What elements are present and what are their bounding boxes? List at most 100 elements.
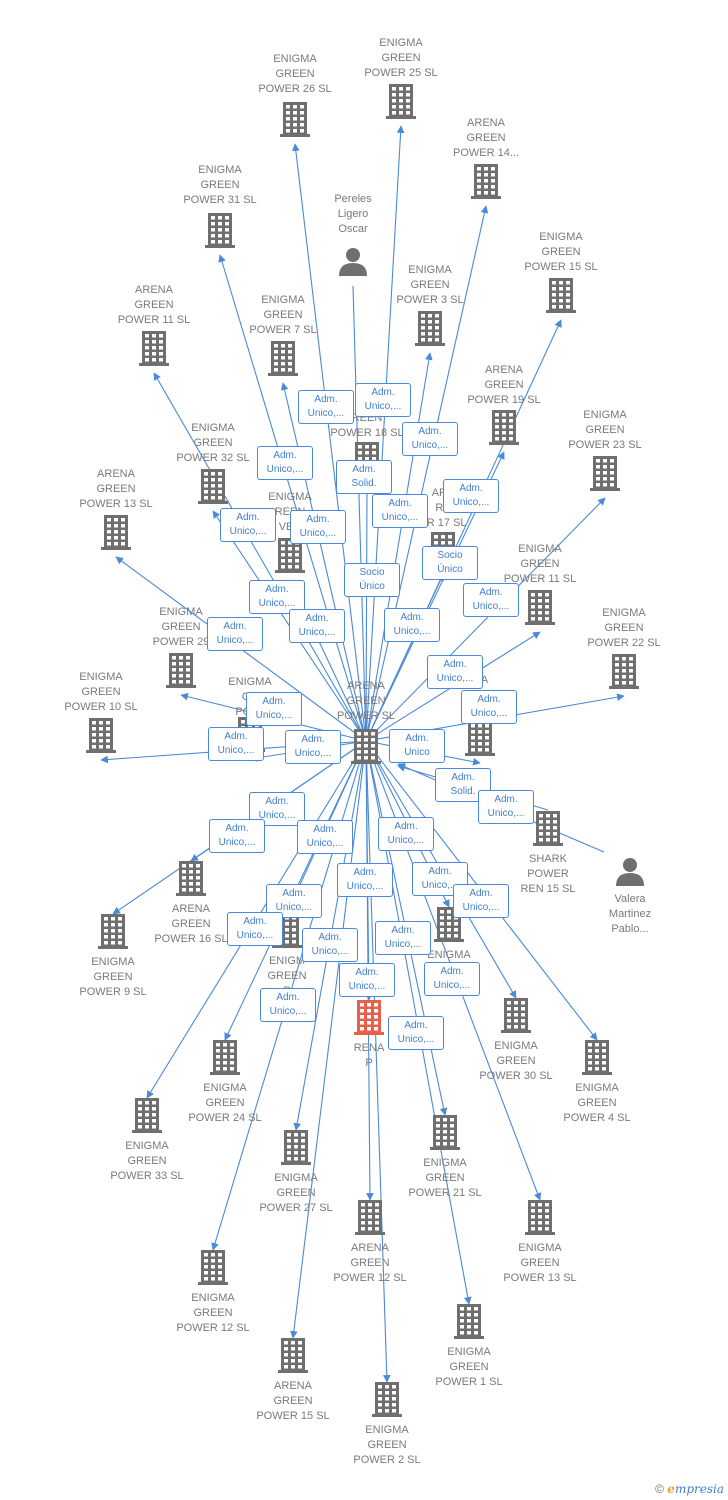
building-icon-eg21[interactable] <box>430 1115 460 1150</box>
role-box-r39[interactable]: Adm.Unico,... <box>388 1016 444 1050</box>
role-box-r15[interactable]: Adm.Unico,... <box>289 609 345 643</box>
role-box-r16[interactable]: Adm.Unico,... <box>384 608 440 642</box>
role-box-line: Adm. <box>477 694 501 705</box>
building-icon-ag13[interactable] <box>101 515 131 550</box>
role-box-r4[interactable]: Adm.Unico,... <box>257 446 313 480</box>
person-icon-valera[interactable] <box>616 858 644 886</box>
node-label-line: POWER 16 SL <box>154 933 228 945</box>
node-label-line: ENIGMA <box>539 231 583 243</box>
role-box-r17[interactable]: Adm.Unico,... <box>427 655 483 689</box>
role-box-r22[interactable]: Adm.Unico <box>389 729 445 763</box>
role-box-r19[interactable]: Adm.Unico,... <box>246 692 302 726</box>
node-label-line: ENIGMA <box>274 1172 318 1184</box>
role-box-r29[interactable]: Adm.Unico,... <box>337 863 393 897</box>
building-icon-eg13[interactable] <box>525 1200 555 1235</box>
building-icon-eg29[interactable] <box>166 653 196 688</box>
role-box-line: Adm. <box>273 450 297 461</box>
node-label-line: ENIGMA <box>228 676 272 688</box>
role-box-r24[interactable]: Adm.Unico,... <box>478 790 534 824</box>
building-icon-eg12[interactable] <box>198 1250 228 1285</box>
role-box-r12[interactable]: Adm.Unico,... <box>463 583 519 617</box>
node-label-line: POWER 15 SL <box>524 261 598 273</box>
node-label-line: POWER 31 SL <box>183 194 257 206</box>
building-icon-ag16[interactable] <box>176 861 206 896</box>
building-icon-eg30[interactable] <box>501 998 531 1033</box>
role-box-r26[interactable]: Adm.Unico,... <box>209 819 265 853</box>
building-icon-ag15[interactable] <box>278 1338 308 1373</box>
brand-logo[interactable]: empresia <box>667 1482 724 1496</box>
node-label-line: ENIGMA <box>408 264 452 276</box>
role-box-r9[interactable]: Adm.Unico,... <box>290 510 346 544</box>
role-box-r33[interactable]: Adm.Unico,... <box>227 912 283 946</box>
building-icon-eg23[interactable] <box>590 456 620 491</box>
role-box-r14[interactable]: Adm.Unico,... <box>207 617 263 651</box>
role-box-r38[interactable]: Adm.Unico,... <box>260 988 316 1022</box>
node-label-line: GREEN <box>520 1257 560 1269</box>
role-box-r34[interactable]: Adm.Unico,... <box>302 928 358 962</box>
building-icon-eg_part[interactable] <box>275 538 305 573</box>
role-box-r6[interactable]: Adm.Unico,... <box>443 479 499 513</box>
building-icon-eg31[interactable] <box>205 213 235 248</box>
role-box-line: Adm. <box>440 966 464 977</box>
role-box-r37[interactable]: Adm.Unico,... <box>424 962 480 996</box>
building-icon-eg15[interactable] <box>546 278 576 313</box>
building-icon-eg1[interactable] <box>454 1304 484 1339</box>
role-box-r1[interactable]: Adm.Unico,... <box>298 390 354 424</box>
node-label-line: ARENA <box>351 1242 389 1254</box>
node-label-line: POWER 29 <box>152 636 210 648</box>
building-icon-eg32[interactable] <box>198 469 228 504</box>
role-box-r7[interactable]: Adm.Unico,... <box>372 494 428 528</box>
building-icon-eg27[interactable] <box>281 1130 311 1165</box>
building-icon-eg2[interactable] <box>372 1382 402 1417</box>
building-icon-shark15[interactable] <box>533 811 563 846</box>
node-label-line: GREEN <box>193 1307 233 1319</box>
building-icon-eg22[interactable] <box>609 654 639 689</box>
role-box-r13[interactable]: Adm.Unico,... <box>249 580 305 614</box>
node-label-line: Pereles <box>334 193 372 205</box>
building-icon-ag11[interactable] <box>139 331 169 366</box>
building-icon-ag14[interactable] <box>471 164 501 199</box>
building-icon-eg_right[interactable] <box>465 721 495 756</box>
building-icon-ag12[interactable] <box>355 1200 385 1235</box>
role-box-r36[interactable]: Adm.Unico,... <box>339 963 395 997</box>
building-icon-eg25[interactable] <box>386 84 416 119</box>
role-box-r27[interactable]: Adm.Unico,... <box>297 820 353 854</box>
role-box-r20[interactable]: Adm.Unico,... <box>208 727 264 761</box>
role-box-r2[interactable]: Adm.Unico,... <box>355 383 411 417</box>
building-icon-eg26[interactable] <box>280 102 310 137</box>
person-icon-pereles[interactable] <box>339 248 367 276</box>
building-icon-eg33[interactable] <box>132 1098 162 1133</box>
building-icon-eg9[interactable] <box>98 914 128 949</box>
building-icon-eg4[interactable] <box>582 1040 612 1075</box>
role-box-r3[interactable]: Adm.Unico,... <box>402 422 458 456</box>
building-icon-eg7[interactable] <box>268 341 298 376</box>
building-icon-eg24[interactable] <box>210 1040 240 1075</box>
role-box-r21[interactable]: Adm.Unico,... <box>285 730 341 764</box>
role-box-r8[interactable]: Adm.Unico,... <box>220 508 276 542</box>
building-icon-ag19[interactable] <box>489 410 519 445</box>
role-box-r31[interactable]: Adm.Unico,... <box>453 884 509 918</box>
role-box-line: Unico,... <box>236 930 274 941</box>
role-box-r28[interactable]: Adm.Unico,... <box>378 817 434 851</box>
role-box-r18[interactable]: Adm.Unico,... <box>461 690 517 724</box>
role-box-r5[interactable]: Adm.Solid. <box>336 460 392 494</box>
node-label-line: ENIGMA <box>602 607 646 619</box>
building-icon-eg3[interactable] <box>415 311 445 346</box>
building-icon-eg11[interactable] <box>525 590 555 625</box>
role-box-r35[interactable]: Adm.Unico,... <box>375 921 431 955</box>
building-icon-center[interactable] <box>351 729 381 764</box>
role-box-r25[interactable]: Adm.Unico,... <box>249 792 305 826</box>
node-label-line: ARENA <box>467 117 505 129</box>
building-icon-eg_mid2[interactable] <box>434 907 464 942</box>
building-icon-focus[interactable] <box>354 1000 384 1035</box>
node-label-line: GREEN <box>466 132 506 144</box>
node-label-line: POWER 13 SL <box>503 1272 577 1284</box>
building-icon-eg10[interactable] <box>86 718 116 753</box>
